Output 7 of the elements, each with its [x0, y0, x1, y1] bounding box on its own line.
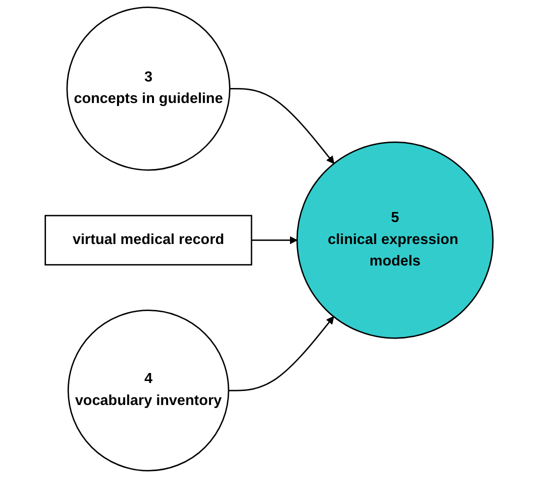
node-circle: 3 concepts in guideline: [66, 6, 231, 171]
node-box: virtual medical record: [44, 214, 253, 266]
arrow: [230, 88, 335, 164]
arrow: [228, 316, 334, 392]
node-circle: 5 clinical expression models: [296, 142, 494, 339]
arrow: [252, 236, 298, 244]
node-circle: 4 vocabulary inventory: [68, 310, 230, 472]
